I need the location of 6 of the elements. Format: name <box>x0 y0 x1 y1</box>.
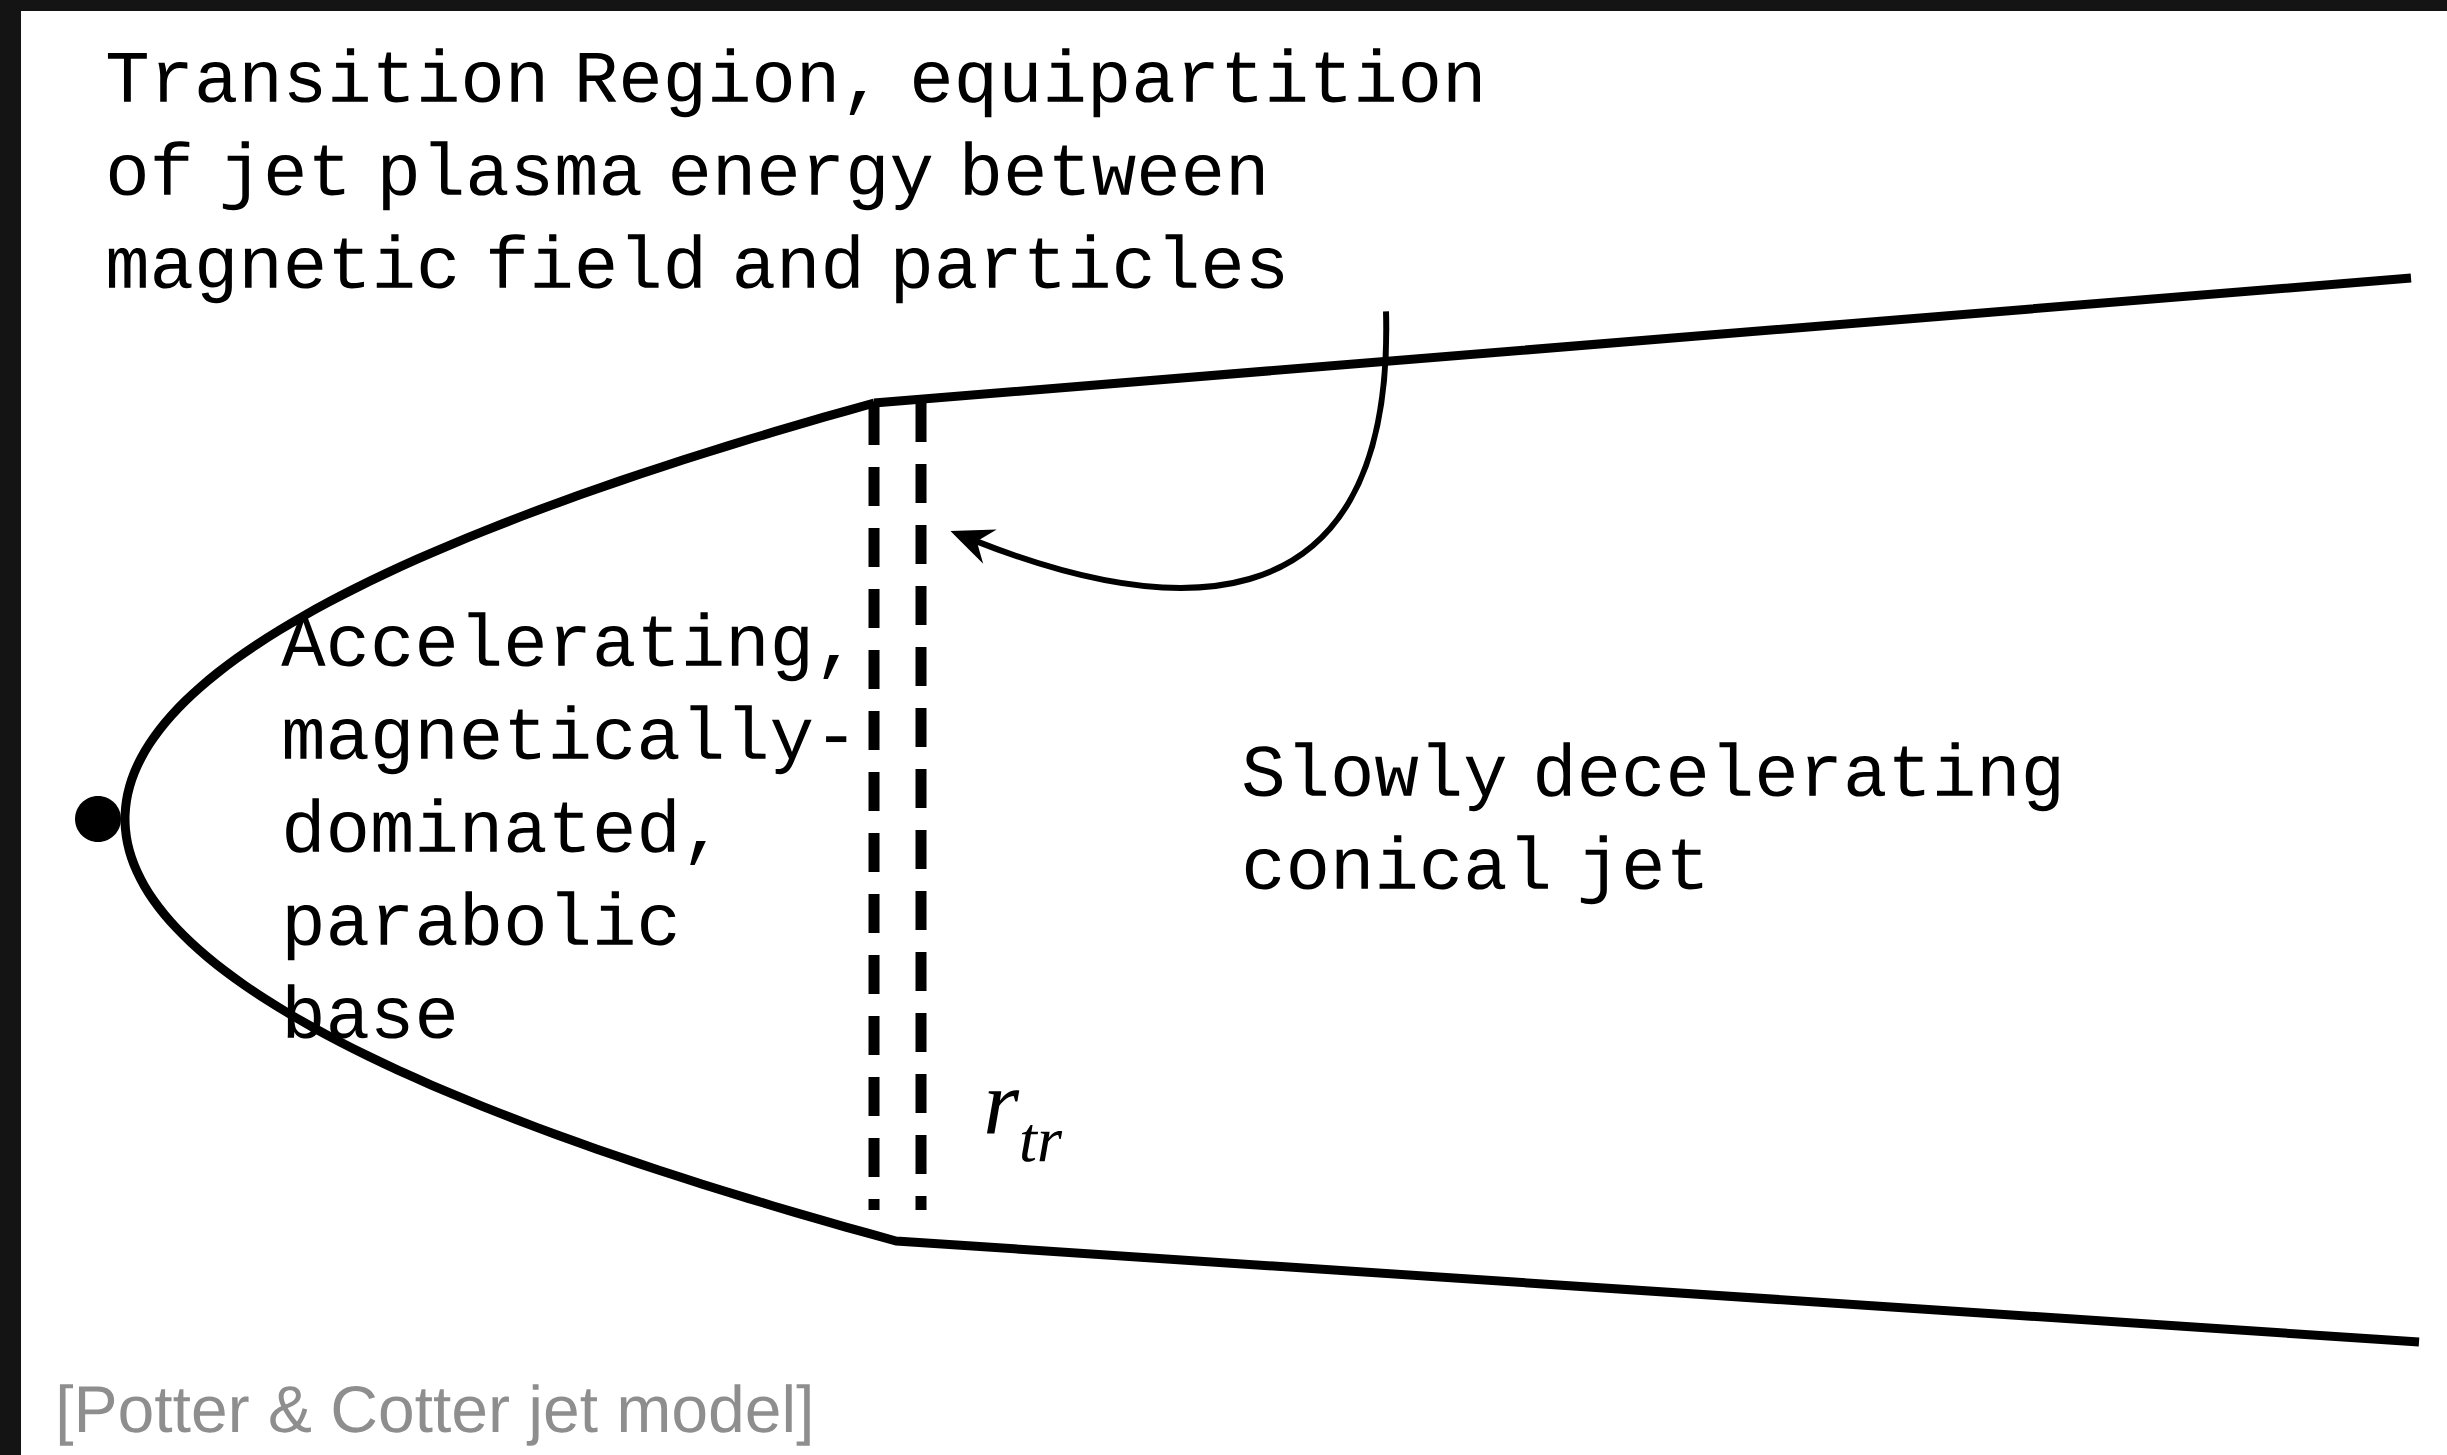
caption: [Potter & Cotter jet model] <box>59 1384 810 1446</box>
annotation-text: Transition Region, equipartition of jet plasma energy between magnetic field and particles <box>107 48 1480 304</box>
math-label: r$_{tr}$ <box>986 1090 1063 1162</box>
region-label: Accelerating, magnetically-dominated, parabolic base <box>281 612 847 1039</box>
transition-band <box>868 403 927 1210</box>
region-label: Slowly decelerating conical jet <box>1244 742 2059 905</box>
